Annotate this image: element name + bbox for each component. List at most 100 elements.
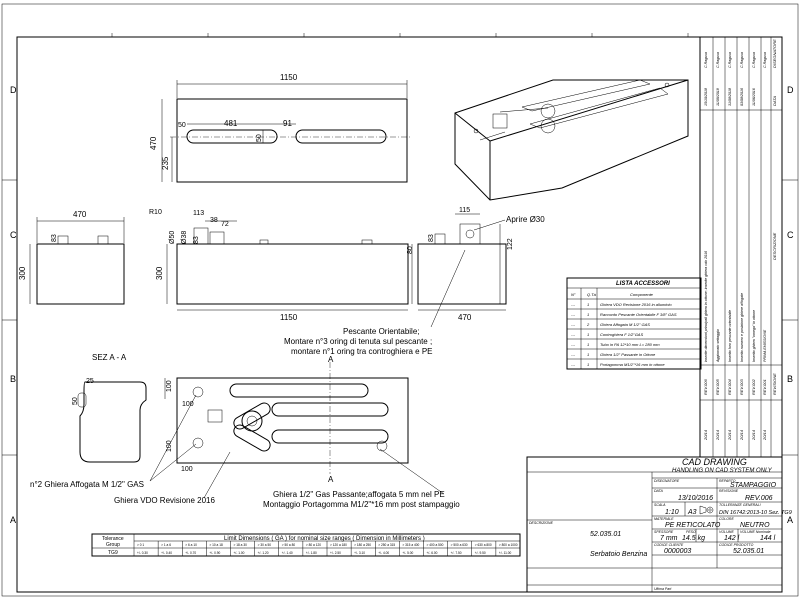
val-colore: NEUTRO — [740, 522, 770, 529]
limit-value: +/- 2.50 — [330, 551, 341, 555]
rev-code: REV.004 — [727, 379, 732, 395]
limit-range: > 80 a 120 — [306, 543, 321, 547]
accessories-cell: --- — [571, 332, 576, 337]
title-handling: HANDLING ON CAD SYSTEM ONLY — [672, 468, 773, 474]
accessories-cell: Ghiera Affogata M 1/2" GAS — [600, 322, 650, 327]
limit-range: > 315 a 400 — [402, 543, 419, 547]
dim-113: 113 — [193, 210, 204, 217]
zone-left-c: C — [10, 230, 17, 240]
projection-symbol-icon — [699, 505, 714, 515]
top-view — [161, 80, 412, 183]
drawing-description: Serbatoio Benzina — [590, 551, 647, 558]
section-aa-view — [77, 381, 147, 463]
zone-left-d: D — [10, 85, 17, 95]
accessories-title: LISTA ACCESSORI — [616, 281, 670, 287]
callout-pescante-2: Montare n°3 oring di tenuta sul pescante… — [284, 337, 432, 346]
val-peso: 14.5 kg — [682, 535, 705, 542]
rev-header-revisione: REVISIONE — [772, 373, 777, 395]
dim-left-83: 83 — [51, 234, 58, 242]
lbl-colore: COLORE — [719, 517, 734, 521]
leader-pescante — [430, 249, 466, 328]
rev-author: C.Ragusa — [716, 52, 720, 68]
val-reparto: STAMPAGGIO — [730, 482, 777, 489]
lbl-tolleranze: TOLLERANZE GENERALI — [719, 503, 761, 507]
limits-tol-label-2: Group — [106, 542, 120, 548]
dim-100-c: 100 — [166, 440, 173, 452]
lbl-spessore: SPESSORE — [654, 530, 674, 534]
rev-header-data: DATA — [772, 96, 777, 106]
rev-description: inserite dimensioni principali ghiera in… — [704, 251, 708, 362]
rev-date: 11/09/2018 — [716, 88, 720, 106]
val-revisione: REV.006 — [745, 495, 773, 502]
accessories-cell: Ghiera VDO Revisione 2016 in alluminio — [600, 302, 672, 307]
val-codice-cliente: 0000003 — [664, 548, 691, 555]
rev-author: C.Ragusa — [740, 52, 744, 68]
limit-range: > 400 a 500 — [427, 543, 444, 547]
val-scala: 1:10 — [665, 509, 679, 516]
dim-481: 481 — [224, 119, 238, 128]
dim-122: 122 — [507, 238, 514, 250]
rev-date: 11/06/2016 — [752, 88, 756, 106]
limit-value: +/- 0.90 — [209, 551, 220, 555]
limit-range: > 250 a 315 — [378, 543, 395, 547]
lbl-codice-cliente: CODICE CLIENTE — [654, 543, 684, 547]
dim-front-1150: 1150 — [280, 313, 298, 322]
footer-left: Ultima Part — [654, 587, 672, 591]
dim-470-v: 470 — [149, 136, 158, 150]
lbl-volume-nominale: VOLUME Nominale — [740, 530, 771, 534]
zone-right-b: B — [787, 374, 793, 384]
dim-50-h: 50 — [178, 122, 186, 129]
lbl-data: DATA — [654, 489, 663, 493]
lbl-descrizione: DESCRIZIONE — [529, 521, 554, 525]
rev-description: Inserito foro pescante orientabile — [728, 310, 732, 362]
outer-border — [1, 3, 799, 597]
limit-value: +/- 0.70 — [185, 551, 196, 555]
accessories-cell: --- — [571, 342, 576, 347]
limit-value: +/- 6.00 — [427, 551, 438, 555]
title-block — [526, 456, 783, 593]
val-tolleranze: DIN 16742:2013-10 Sez. TG9 — [719, 510, 792, 516]
accessories-header-1: Q.Tà — [587, 292, 597, 297]
lbl-disegnatore: DISEGNATORE — [654, 479, 680, 483]
rev-description: Aggiornato settaggio — [716, 329, 720, 363]
dim-25: 25 — [86, 378, 94, 385]
accessories-header-0: N° — [571, 292, 576, 297]
rev-author: C.Ragusa — [763, 52, 767, 68]
dim-100-b: 100 — [182, 401, 194, 408]
limit-range: > 0 1 — [137, 543, 144, 547]
limit-range: > 30 a 50 — [258, 543, 272, 547]
limit-range: > 630 a 800 — [475, 543, 492, 547]
accessories-cell: --- — [571, 312, 576, 317]
callout-ghiera-passante-1: Ghiera 1/2" Gas Passante;affogata 5 mm n… — [273, 490, 445, 499]
dim-83-right: 83 — [428, 234, 435, 242]
accessories-cell: Portagomma M1/2"*16 mm in ottone — [600, 362, 665, 367]
revision-rows: REVISIONEDESCRIZIONEDATADISEGNATOREREV.0… — [703, 39, 777, 441]
limits-title: Limit Dimensions ( GA ) for nominal size… — [224, 536, 425, 542]
limit-value: +/- 3.10 — [354, 551, 365, 555]
dim-top-1150: 1150 — [280, 73, 298, 82]
section-title: SEZ A - A — [92, 353, 127, 362]
limit-range: > 500 a 630 — [451, 543, 468, 547]
rev-model: 20/14 — [739, 429, 744, 441]
left-side-view — [29, 217, 125, 305]
limit-range: > 800 a 1000 — [499, 543, 518, 547]
dim-r10: R10 — [149, 209, 162, 216]
rev-code: REV.001 — [762, 379, 767, 395]
rev-header-disegnatore: DISEGNATORE — [772, 39, 777, 68]
rev-model: 20/14 — [727, 429, 732, 441]
limit-range: > 18 a 30 — [234, 543, 248, 547]
dim-50-section: 50 — [72, 397, 79, 405]
drawing-code: 52.035.01 — [590, 531, 621, 538]
dim-115: 115 — [459, 207, 470, 214]
accessories-cell: Ghiera 1/2" Passante in Ottone — [600, 352, 656, 357]
accessories-cell: Controghiera F 1/2"GAS — [600, 332, 643, 337]
limit-cells: > 0 1+/- 0.30> 1 a 6+/- 0.40> 6 a 10+/- … — [137, 541, 518, 556]
limit-value: +/- 1.40 — [282, 551, 293, 555]
lbl-materiale: MATERIALE — [654, 517, 674, 521]
section-mark-bottom: A — [328, 475, 334, 484]
dim-38: 38 — [210, 217, 218, 224]
accessories-cell: --- — [571, 362, 576, 367]
dim-right-470: 470 — [458, 313, 472, 322]
zone-right-c: C — [787, 230, 794, 240]
